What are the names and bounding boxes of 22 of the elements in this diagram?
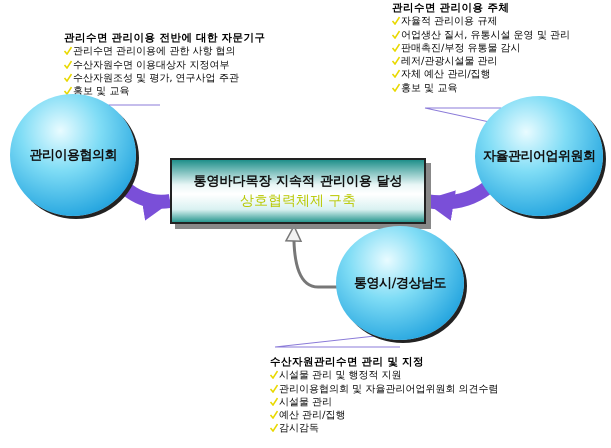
node-subtitle: 상호협력체제 구축 (240, 192, 356, 210)
list-item: 감시감독 (279, 423, 319, 434)
list-item: 어업생산 질서, 유통시설 운영 및 관리 (401, 30, 570, 41)
list-item: 판매촉진/부정 유통물 감시 (401, 42, 521, 54)
list-item: 관리수면 관리이용에 관한 사항 협의 (73, 46, 236, 58)
list-heading: 관리수면 관리이용 전반에 대한 자문기구 (64, 32, 266, 46)
node-label: 관리이용협의회 (29, 147, 117, 164)
list-item: 자체 예산 관리/집행 (401, 69, 491, 80)
list-item: 레저/관광시설물 관리 (401, 56, 498, 68)
list-item: 관리이용협의회 및 자율관리어업위원회 의견수렴 (279, 384, 499, 395)
list-heading: 관리수면 관리이용 주체 (392, 2, 510, 16)
list-item: 수산자원조성 및 평가, 연구사업 주관 (73, 72, 239, 84)
list-heading: 수산자원관리수면 관리 및 지정 (270, 356, 425, 370)
list-item: 시설물 관리 및 행정적 지원 (279, 370, 402, 382)
node-label: 자율관리어업위원회 (482, 148, 596, 165)
node-label: 통영바다목장 지속적 관리이용 달성 (194, 173, 402, 190)
list-item: 자율적 관리이용 규제 (401, 16, 498, 28)
list-item: 홍보 및 교육 (401, 82, 458, 94)
list-item: 수산자원수면 이용대상자 지정여부 (73, 60, 230, 71)
list-item: 예산 관리/집행 (279, 410, 346, 422)
node-label: 통영시/경상남도 (354, 275, 446, 292)
list-item: 시설물 관리 (279, 396, 332, 408)
